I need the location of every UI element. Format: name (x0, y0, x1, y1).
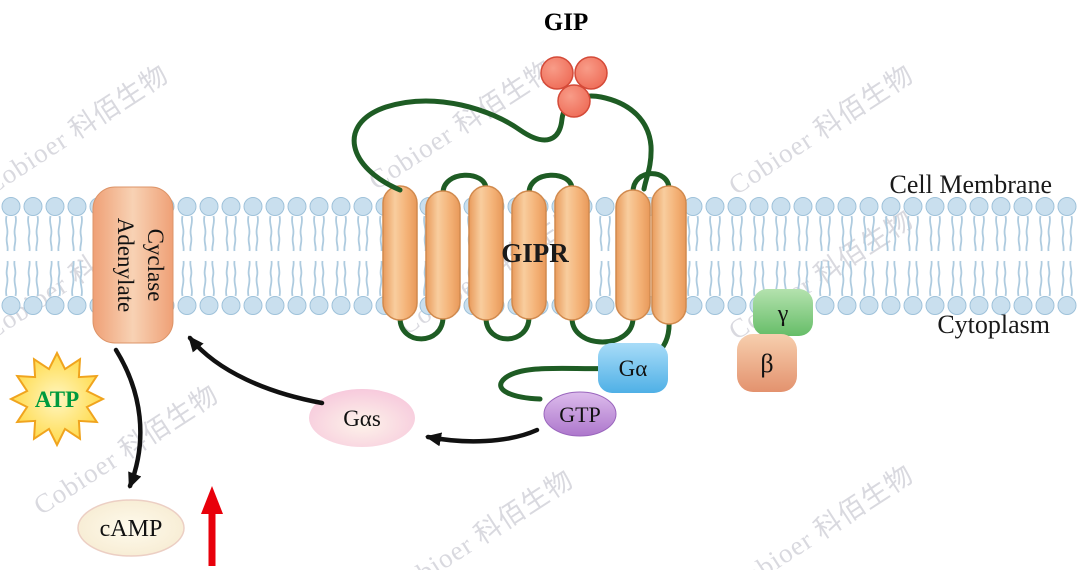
transmembrane-helix (382, 185, 418, 321)
atp-label: ATP (35, 387, 79, 412)
adenylate-cyclase-label-line1: Adenylate (113, 218, 138, 313)
intracellular-loop (483, 314, 532, 342)
arrow-gtp-to-gas (425, 427, 540, 447)
transmembrane-helix (615, 189, 651, 321)
gip-label: GIP (544, 9, 588, 36)
g-alpha-s-subunit (309, 389, 415, 447)
g-alpha-s-label: Gαs (343, 406, 381, 431)
gamma-label: γ (777, 301, 789, 327)
g-alpha-subunit (598, 343, 668, 393)
camp-ellipse (77, 499, 185, 557)
gipr-label: GIPR (501, 238, 569, 268)
beta-label: β (760, 349, 773, 378)
gip-molecule (574, 56, 608, 90)
g-alpha-label: Gα (619, 356, 648, 381)
extracellular-loop (440, 172, 489, 196)
extracellular-loop (630, 171, 672, 195)
n-terminus-loop (351, 93, 654, 193)
gtp-molecule (543, 391, 617, 437)
camp-label: cAMP (100, 516, 163, 542)
intracellular-loop (397, 314, 446, 342)
transmembrane-helix (511, 190, 547, 320)
camp-increase-arrow (201, 486, 223, 566)
arrow-gas-to-adenylate-cyclase (187, 335, 325, 406)
transmembrane-helix (425, 190, 461, 320)
cell-membrane-label: Cell Membrane (890, 170, 1052, 199)
adenylate-cyclase-box (92, 186, 174, 344)
transmembrane-helix (554, 185, 590, 321)
arrow-adenylate-cyclase-to-camp (113, 347, 143, 489)
cytoplasm-label: Cytoplasm (937, 310, 1050, 339)
intracellular-loop (569, 315, 636, 345)
beta-subunit (737, 334, 797, 392)
adenylate-cyclase-label-line2: Cyclase (143, 229, 168, 302)
transmembrane-helix (468, 185, 504, 321)
gip-molecule (540, 56, 574, 90)
extracellular-loop (526, 172, 575, 196)
signal-arrows (113, 335, 540, 489)
gip-molecule (557, 84, 591, 118)
camp-increase-arrow-head (201, 486, 223, 514)
transmembrane-helix (651, 185, 687, 325)
gamma-subunit (753, 289, 813, 336)
receptor-gipr (382, 185, 687, 325)
gtp-label: GTP (559, 402, 601, 427)
atp-starburst (8, 350, 106, 448)
gip-ligand: GIP (540, 9, 608, 118)
atp-substrate: ATP (8, 350, 106, 448)
